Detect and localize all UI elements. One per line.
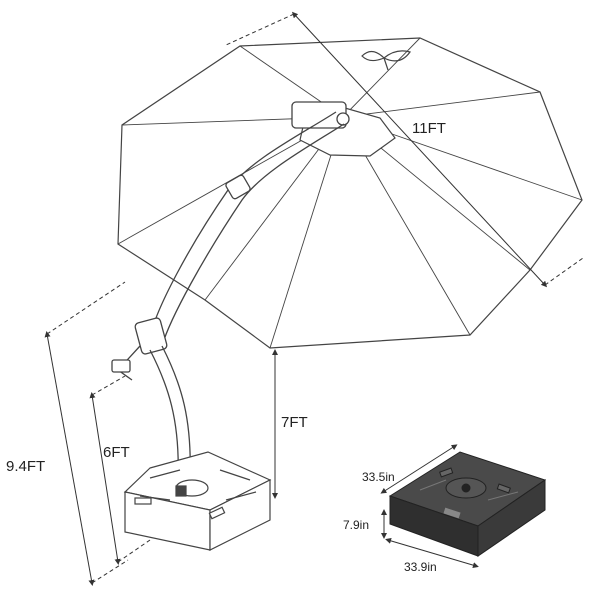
base-dimension-lines [380, 444, 479, 569]
label-pole-height: 6FT [103, 444, 130, 461]
label-base-width: 33.5in [362, 470, 395, 484]
label-clearance-height: 7FT [281, 414, 308, 431]
dim-line-pole [89, 392, 121, 565]
label-base-depth: 33.9in [404, 560, 437, 574]
umbrella-canopy [117, 37, 583, 349]
label-canopy-diameter: 11FT [412, 120, 446, 137]
dimension-lines [44, 11, 584, 586]
base-detail [388, 451, 547, 557]
weighted-base [123, 451, 272, 551]
label-base-height: 7.9in [343, 518, 370, 532]
label-total-height: 9.4FT [6, 458, 46, 475]
canopy-outline [117, 37, 583, 349]
dim-line-canopy [291, 11, 548, 288]
dim-line-total [44, 331, 95, 586]
